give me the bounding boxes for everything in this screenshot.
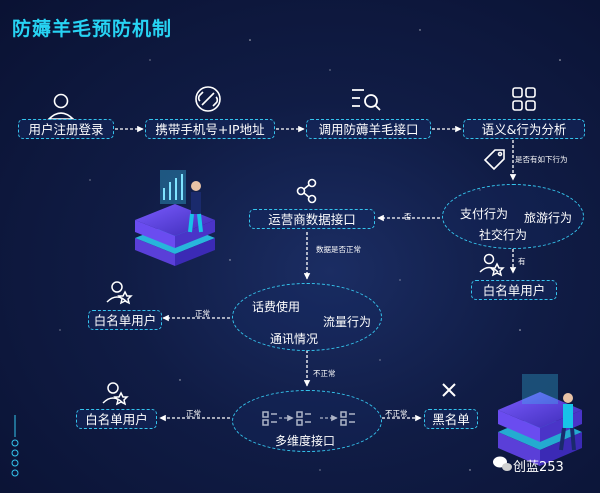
flow-arrows (115, 125, 517, 422)
search-list-icon (352, 89, 381, 111)
user-star-icon (106, 281, 133, 305)
wechat-icon (493, 456, 512, 471)
grid-apps-icon (512, 87, 536, 111)
share-icon (296, 178, 317, 204)
carrier-ellipse (232, 283, 382, 351)
user-star-icon (102, 382, 129, 406)
carrier-data-node: 运营商数据接口 (249, 209, 375, 229)
edge-label-has-behavior: 是否有如下行为 (515, 155, 568, 164)
semantic-analysis-node: 语义&行为分析 (463, 119, 585, 139)
whitelist-node-3: 白名单用户 (76, 409, 157, 429)
multi-dimension-ellipse (232, 390, 382, 452)
carrier-comm: 通讯情况 (270, 332, 319, 346)
edge-label-yes: 有 (518, 257, 526, 266)
phone-ip-node: 携带手机号+IP地址 (145, 119, 275, 139)
user-icon (47, 93, 75, 120)
server-illustration (135, 170, 215, 266)
edge-label-normal-1: 正常 (195, 309, 210, 318)
behavior-social: 社交行为 (479, 228, 528, 242)
edge-label-no: 否 (404, 212, 412, 221)
edge-label-data-normal: 数据是否正常 (316, 245, 361, 254)
edge-label-normal-2: 正常 (186, 409, 201, 418)
page-title: 防薅羊毛预防机制 (12, 18, 173, 40)
blacklist-node: 黑名单 (424, 409, 478, 429)
behavior-travel: 旅游行为 (524, 211, 573, 225)
watermark: 创蓝253 (513, 460, 564, 475)
carrier-traffic: 流量行为 (323, 315, 372, 329)
tag-icon (483, 149, 505, 171)
user-star-icon (479, 253, 505, 277)
decorative-dots (11, 415, 19, 477)
multi-dimension-label: 多维度接口 (275, 434, 336, 448)
whitelist-node-2: 白名单用户 (88, 310, 162, 330)
edge-label-abnormal-1: 不正常 (313, 369, 336, 378)
close-x-icon (442, 383, 456, 397)
edge-label-abnormal-2: 不正常 (385, 409, 408, 418)
carrier-fee: 话费使用 (252, 300, 301, 314)
call-api-node: 调用防薅羊毛接口 (306, 119, 431, 139)
server-illustration (498, 374, 582, 466)
link-icon (195, 86, 221, 112)
register-node: 用户注册登录 (18, 119, 114, 139)
behavior-pay: 支付行为 (460, 207, 509, 221)
behavior-ellipse (442, 184, 584, 249)
whitelist-node-1: 白名单用户 (471, 280, 557, 300)
